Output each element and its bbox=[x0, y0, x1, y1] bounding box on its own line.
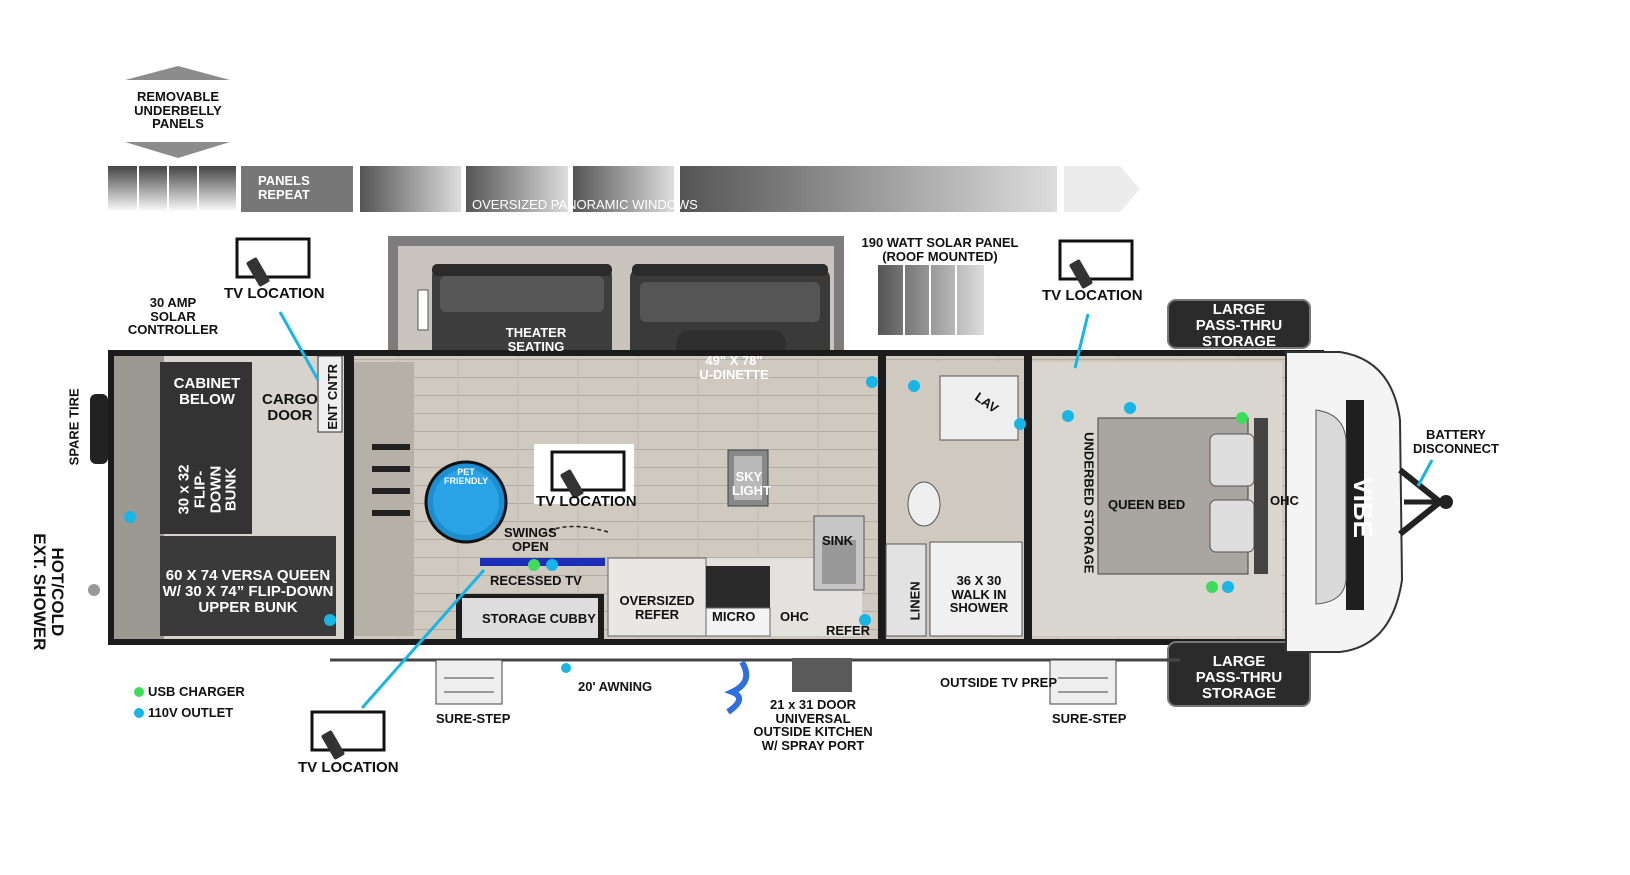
micro-label: MICRO bbox=[712, 609, 756, 624]
trailer-body bbox=[108, 299, 1324, 707]
pet-friendly-label: PET FRIENDLY bbox=[444, 467, 489, 487]
cargo-door-label: CARGO DOOR bbox=[262, 391, 318, 424]
walk-in-shower-label: 36 X 30 WALK IN SHOWER bbox=[949, 573, 1009, 616]
outlet-dots bbox=[124, 376, 1234, 673]
awning-label: 20' AWNING bbox=[578, 679, 653, 694]
tv-location-label-2: TV LOCATION bbox=[1042, 287, 1143, 304]
ext-shower-label: HOT/COLD EXT. SHOWER bbox=[30, 533, 67, 651]
tv-pointer-lines bbox=[278, 311, 1434, 709]
legend-outlet-text: 110V OUTLET bbox=[148, 705, 234, 720]
tv-location-label-3: TV LOCATION bbox=[536, 493, 637, 510]
theater-seating-label: THEATER SEATING bbox=[505, 325, 567, 354]
front-cap bbox=[1285, 351, 1404, 653]
tv-icon-3 bbox=[534, 444, 634, 504]
recessed-tv-label: RECESSED TV bbox=[490, 573, 582, 588]
swing-arc bbox=[541, 525, 609, 535]
flip-bunk-label: 30 x 32 FLIP-DOWN BUNK bbox=[175, 464, 240, 515]
tv-location-label-4: TV LOCATION bbox=[298, 759, 399, 776]
outlet-legend-icon bbox=[134, 707, 144, 718]
sure-step-label-2: SURE-STEP bbox=[1052, 711, 1127, 726]
panels-repeat-label: PANELS REPEAT bbox=[258, 173, 310, 202]
oversized-refer-label: OVERSIZED REFER bbox=[619, 593, 695, 622]
windows-label: OVERSIZED PANORAMIC WINDOWS bbox=[472, 197, 698, 212]
usb-dots bbox=[528, 412, 1248, 593]
ent-cntr-label: ENT CNTR bbox=[325, 363, 341, 430]
underbelly-panel-strip bbox=[108, 166, 1140, 212]
spare-tire-icon bbox=[90, 394, 108, 464]
sure-step-label-1: SURE-STEP bbox=[436, 711, 511, 726]
swings-open-label: SWINGS OPEN bbox=[504, 525, 557, 554]
legend-usb-text: USB CHARGER bbox=[148, 684, 245, 699]
storage-cubby-label: STORAGE CUBBY bbox=[482, 611, 596, 626]
legend-outlet: 110V OUTLET bbox=[134, 705, 233, 720]
solar-controller-label: 30 AMP SOLAR CONTROLLER bbox=[127, 295, 219, 338]
cabinet-below-label: CABINET BELOW bbox=[173, 375, 241, 408]
brand-logo: VIBE bbox=[1347, 477, 1378, 538]
tv-icon-4 bbox=[310, 710, 386, 760]
underbelly-label: REMOVABLE UNDERBELLY PANELS bbox=[134, 89, 222, 132]
large-storage-bottom-label: LARGE PASS-THRU STORAGE bbox=[1195, 653, 1283, 702]
ohc-bed-label: OHC bbox=[1270, 493, 1299, 508]
outside-tv-prep-label: OUTSIDE TV PREP bbox=[940, 675, 1058, 690]
large-storage-top-label: LARGE PASS-THRU STORAGE bbox=[1195, 301, 1283, 350]
solar-panel-icon bbox=[878, 265, 984, 335]
ohc-label: OHC bbox=[780, 609, 809, 624]
shower-fixture-icon bbox=[88, 584, 100, 596]
sky-light-label: SKY LIGHT bbox=[732, 469, 771, 498]
tv-icon-1 bbox=[235, 237, 311, 287]
battery-disconnect-label: BATTERY DISCONNECT bbox=[1413, 427, 1499, 456]
usb-legend-icon bbox=[134, 686, 144, 697]
linen-label: LINEN bbox=[907, 581, 923, 621]
legend-usb: USB CHARGER bbox=[134, 684, 245, 699]
solar-panel-label: 190 WATT SOLAR PANEL (ROOF MOUNTED) bbox=[861, 235, 1019, 264]
tv-location-label-1: TV LOCATION bbox=[224, 285, 325, 302]
u-dinette-label: 49" X 78" U-DINETTE bbox=[699, 353, 769, 382]
hitch-icon bbox=[1398, 467, 1453, 537]
underbelly-arrow-icon bbox=[125, 66, 230, 158]
outside-kitchen-label: 21 x 31 DOOR UNIVERSAL OUTSIDE KITCHEN W… bbox=[753, 697, 873, 753]
tv-icon-2 bbox=[1058, 239, 1134, 289]
spare-tire-label: SPARE TIRE bbox=[66, 388, 82, 466]
sink-label: SINK bbox=[822, 533, 854, 548]
awning-line bbox=[330, 658, 1180, 715]
versa-queen-label: 60 X 74 VERSA QUEEN W/ 30 X 74” FLIP-DOW… bbox=[162, 567, 334, 616]
refer-label: REFER bbox=[826, 623, 871, 638]
underbed-storage-label: UNDERBED STORAGE bbox=[1081, 432, 1097, 574]
queen-bed-label: QUEEN BED bbox=[1108, 497, 1186, 512]
